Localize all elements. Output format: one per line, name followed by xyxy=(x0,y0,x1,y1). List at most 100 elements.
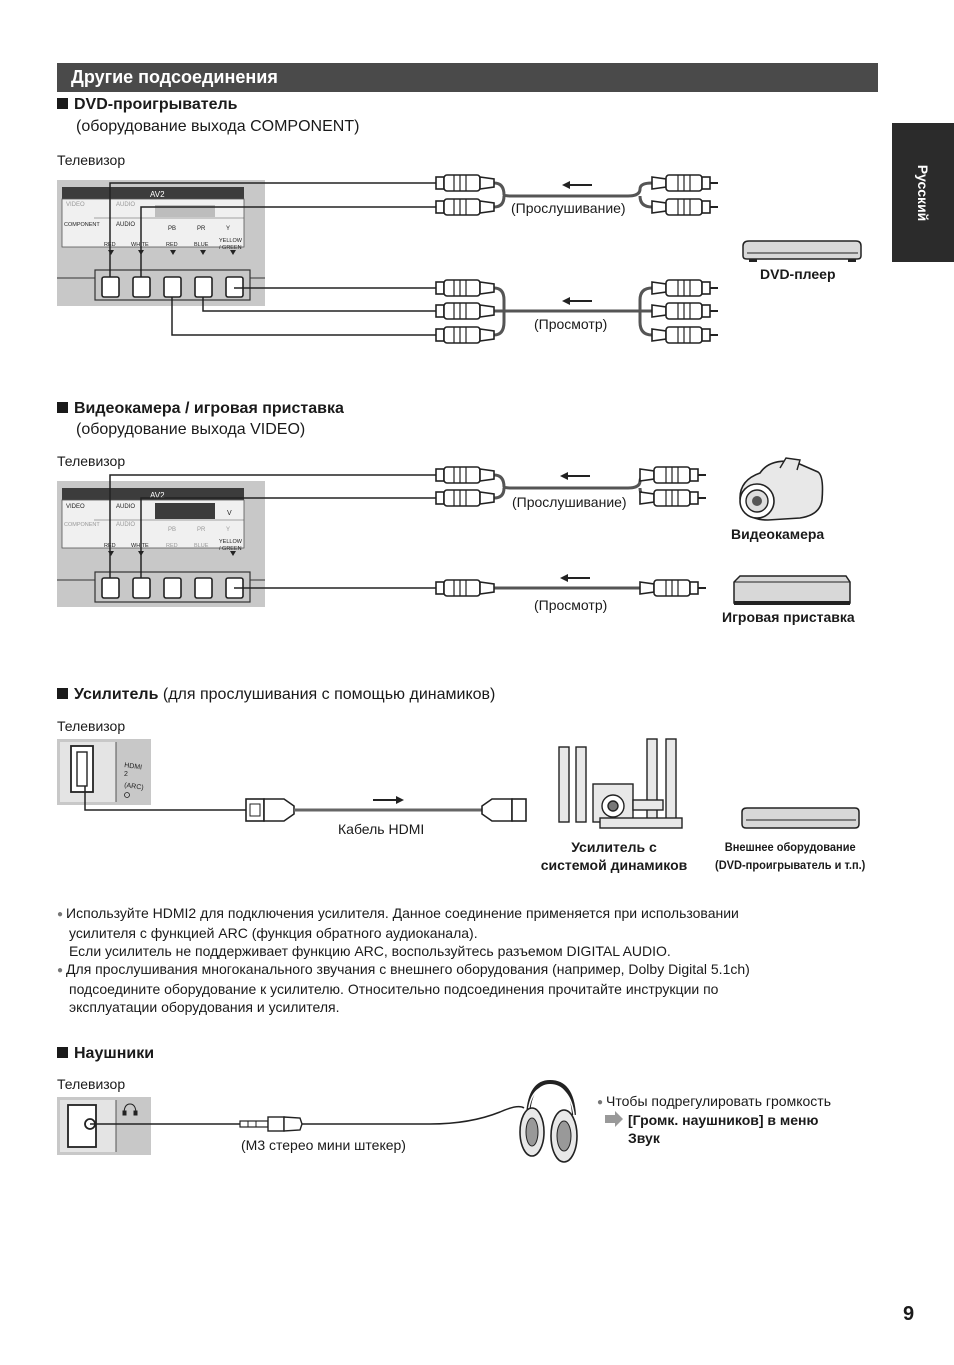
note-2-cont: подсоедините оборудование к усилителю. О… xyxy=(69,981,719,997)
note-2-cont2: эксплуатации оборудования и усилителя. xyxy=(69,999,340,1015)
dvd-subheading: (оборудование выхода COMPONENT) xyxy=(76,118,360,135)
game-console-icon xyxy=(733,575,851,605)
speaker-system-icon xyxy=(558,738,683,829)
amplifier-label-line1: Усилитель с xyxy=(571,839,657,855)
camcorder-label: Видеокамера xyxy=(731,526,825,542)
panel-green-label: / GREEN xyxy=(219,245,242,251)
amp-notes: ●Используйте HDMI2 для подключения усили… xyxy=(57,904,847,1016)
panel-blue-label: BLUE xyxy=(194,543,209,549)
video-heading: Видеокамера / игровая приставка xyxy=(57,400,344,418)
arrow-left-icon xyxy=(562,181,592,189)
mini-jack-plug-icon xyxy=(239,1116,303,1132)
panel-pb-label: PB xyxy=(168,527,176,533)
panel-audio-label-gray: AUDIO xyxy=(116,522,135,528)
menu-arrow-icon xyxy=(605,1111,623,1127)
hdmi-plug-right-icon xyxy=(481,798,527,822)
note-2: ●Для прослушивания многоканального звуча… xyxy=(57,960,847,980)
dvd-listen-label: (Прослушивание) xyxy=(511,200,626,216)
tv-panel-hdmi: HDMI 2 (ARC) xyxy=(57,739,151,805)
panel-v-label: V xyxy=(227,510,232,517)
headphones-heading: Наушники xyxy=(57,1045,154,1063)
external-equipment-line2: (DVD-проигрыватель и т.п.) xyxy=(715,858,866,872)
dvd-heading: DVD-проигрыватель xyxy=(57,96,238,114)
square-bullet-icon xyxy=(57,98,68,109)
square-bullet-icon xyxy=(57,1047,68,1058)
amplifier-label: Усилитель с системой динамиков xyxy=(530,838,698,874)
arrow-left-icon xyxy=(562,297,592,305)
video-subheading: (оборудование выхода VIDEO) xyxy=(76,421,306,438)
menu-path-line2: Звук xyxy=(628,1130,660,1146)
amp-heading: Усилитель (для прослушивания с помощью д… xyxy=(57,686,495,704)
note-line: Для прослушивания многоканального звучан… xyxy=(66,961,750,977)
panel-yellow-label: YELLOW xyxy=(219,238,243,244)
tv-panel-dvd: AV2 VIDEO COMPONENT AUDIO AUDIO PB PR Y … xyxy=(57,180,265,306)
panel-green-label: / GREEN xyxy=(219,546,242,552)
panel-component-label: COMPONENT xyxy=(64,222,100,228)
external-equipment-label: Внешнее оборудование (DVD-проигрыватель и… xyxy=(712,838,868,874)
panel-pb-label: PB xyxy=(168,226,176,232)
panel-component-label: COMPONENT xyxy=(64,522,100,528)
dvd-heading-text: DVD-проигрыватель xyxy=(74,96,238,113)
tv-label-headphones: Телевизор xyxy=(57,1076,126,1092)
tv-label-dvd: Телевизор xyxy=(57,152,126,168)
arrow-right-icon xyxy=(373,796,404,804)
amplifier-label-line2: системой динамиков xyxy=(540,857,688,873)
panel-blue-label: BLUE xyxy=(194,242,209,248)
console-label: Игровая приставка xyxy=(722,609,855,625)
panel-yellow-label: YELLOW xyxy=(219,539,243,545)
panel-audio-label: AUDIO xyxy=(116,504,135,510)
dvd-view-label: (Просмотр) xyxy=(534,316,608,332)
video-cables xyxy=(109,474,436,589)
headphone-symbol-icon xyxy=(122,1103,138,1116)
amp-heading-bold: Усилитель xyxy=(74,686,159,703)
panel-pr-label: PR xyxy=(197,226,206,232)
tv-label-amp: Телевизор xyxy=(57,718,126,734)
panel-red2-label: RED xyxy=(166,543,178,549)
panel-red2-label: RED xyxy=(166,242,178,248)
page-number: 9 xyxy=(903,1303,915,1325)
video-heading-text: Видеокамера / игровая приставка xyxy=(74,400,344,417)
panel-white-label: WHITE xyxy=(131,242,149,248)
panel-pr-label: PR xyxy=(197,527,206,533)
video-listen-label: (Прослушивание) xyxy=(512,494,627,510)
bullet-icon: ● xyxy=(57,965,64,976)
note-1: ●Используйте HDMI2 для подключения усили… xyxy=(57,904,847,924)
menu-path-line1: [Громк. наушников] в меню xyxy=(628,1112,819,1128)
note-1-cont: усилителя с функцией ARC (функция обратн… xyxy=(69,925,478,941)
panel-y-label: Y xyxy=(226,226,230,232)
panel-audio-label-gray: AUDIO xyxy=(116,202,135,208)
external-dvd-icon xyxy=(741,807,860,829)
external-equipment-line1: Внешнее оборудование xyxy=(724,840,856,854)
panel-video-label: VIDEO xyxy=(66,504,85,510)
panel-y-label: Y xyxy=(226,527,230,533)
arrow-left-icon xyxy=(560,574,590,582)
tv-panel-headphone xyxy=(57,1097,151,1155)
volume-note: ●Чтобы подрегулировать громкость xyxy=(597,1093,831,1109)
camcorder-icon xyxy=(739,457,824,521)
panel-av2-title: AV2 xyxy=(150,491,165,500)
square-bullet-icon xyxy=(57,402,68,413)
dvd-player-label: DVD-плеер xyxy=(760,266,836,282)
panel-white-label: WHITE xyxy=(131,543,149,549)
note-1-cont2: Если усилитель не поддерживает функцию A… xyxy=(69,943,671,959)
arrow-left-icon xyxy=(560,472,590,480)
arc-label: (ARC) xyxy=(124,782,144,792)
hdmi-plug-left-icon xyxy=(245,798,295,822)
square-bullet-icon xyxy=(57,688,68,699)
panel-av2-title: AV2 xyxy=(150,190,165,199)
section-title: Другие подсоединения xyxy=(57,63,878,92)
panel-video-label: VIDEO xyxy=(66,202,85,208)
video-view-label: (Просмотр) xyxy=(534,597,608,613)
note-line: Используйте HDMI2 для подключения усилит… xyxy=(66,905,739,921)
mini-plug-label: (М3 стерео мини штекер) xyxy=(241,1137,406,1153)
bullet-icon: ● xyxy=(57,909,64,920)
volume-note-text: Чтобы подрегулировать громкость xyxy=(606,1093,831,1109)
panel-audio-label: AUDIO xyxy=(116,222,135,228)
dvd-player-icon xyxy=(742,240,862,262)
tv-label-video: Телевизор xyxy=(57,453,126,469)
dvd-cables xyxy=(109,182,436,336)
hdmi-cable-label: Кабель HDMI xyxy=(338,821,425,837)
hdmi-number-label: 2 xyxy=(124,771,128,778)
headphones-icon xyxy=(519,1079,578,1163)
